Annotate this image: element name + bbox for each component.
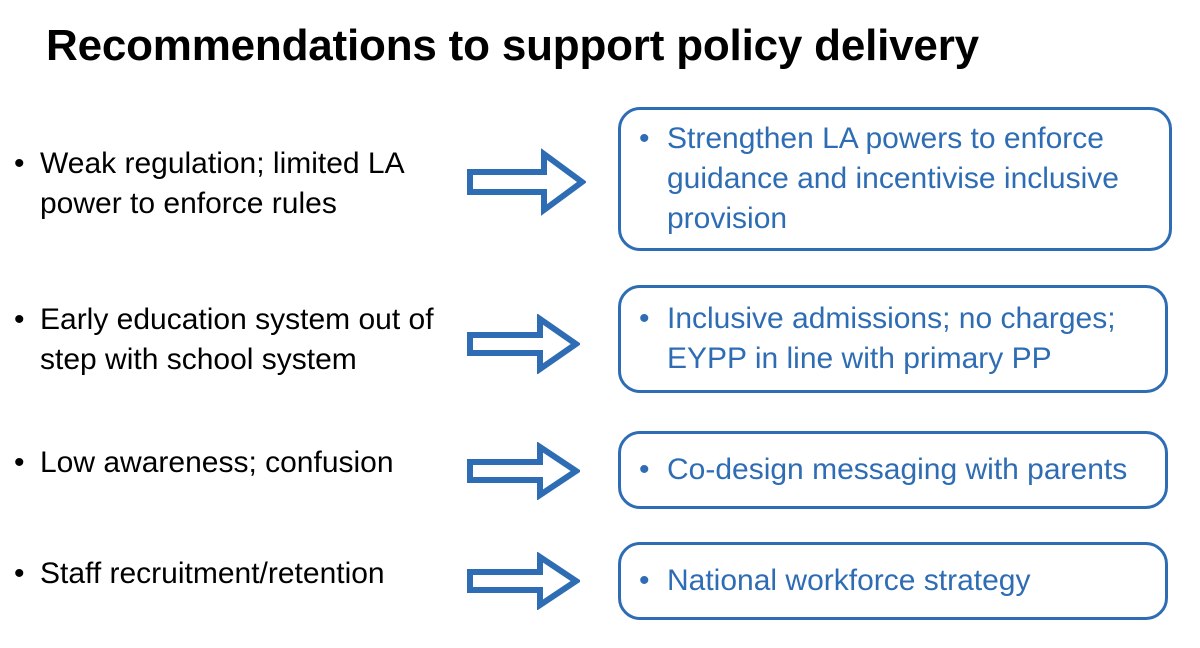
right-block-arrow-icon-4	[466, 552, 580, 610]
problem-statement-4: • Staff recruitment/retention	[14, 554, 454, 594]
recommendation-text-1: Strengthen LA powers to enforce guidance…	[667, 122, 1119, 235]
bullet-icon: •	[14, 147, 25, 180]
recommendation-text-4: National workforce strategy	[667, 564, 1031, 598]
right-block-arrow-icon-2	[466, 314, 580, 374]
problem-text-1: Weak regulation; limited LA power to enf…	[40, 147, 403, 220]
problem-statement-1: • Weak regulation; limited LA power to e…	[14, 144, 454, 223]
bullet-icon: •	[14, 557, 25, 590]
bullet-icon: •	[639, 302, 650, 336]
problem-text-2: Early education system out of step with …	[40, 303, 434, 376]
right-block-arrow-icon-1	[466, 148, 586, 216]
problem-statement-3: • Low awareness; confusion	[14, 443, 454, 483]
bullet-icon: •	[14, 446, 25, 479]
recommendation-text-2: Inclusive admissions; no charges; EYPP i…	[667, 302, 1116, 375]
bullet-icon: •	[14, 303, 25, 336]
recommendation-box-2[interactable]: • Inclusive admissions; no charges; EYPP…	[618, 285, 1168, 393]
bullet-icon: •	[639, 122, 650, 156]
recommendation-box-4[interactable]: • National workforce strategy	[618, 542, 1168, 620]
right-block-arrow-icon-3	[466, 442, 580, 500]
recommendation-box-3[interactable]: • Co-design messaging with parents	[618, 431, 1168, 509]
problem-statement-2: • Early education system out of step wit…	[14, 300, 454, 379]
page-title: Recommendations to support policy delive…	[46, 21, 979, 70]
recommendation-box-1[interactable]: • Strengthen LA powers to enforce guidan…	[618, 107, 1172, 251]
bullet-icon: •	[639, 564, 650, 598]
problem-text-4: Staff recruitment/retention	[40, 557, 385, 590]
recommendation-text-3: Co-design messaging with parents	[667, 453, 1128, 487]
bullet-icon: •	[639, 453, 650, 487]
problem-text-3: Low awareness; confusion	[40, 446, 394, 479]
